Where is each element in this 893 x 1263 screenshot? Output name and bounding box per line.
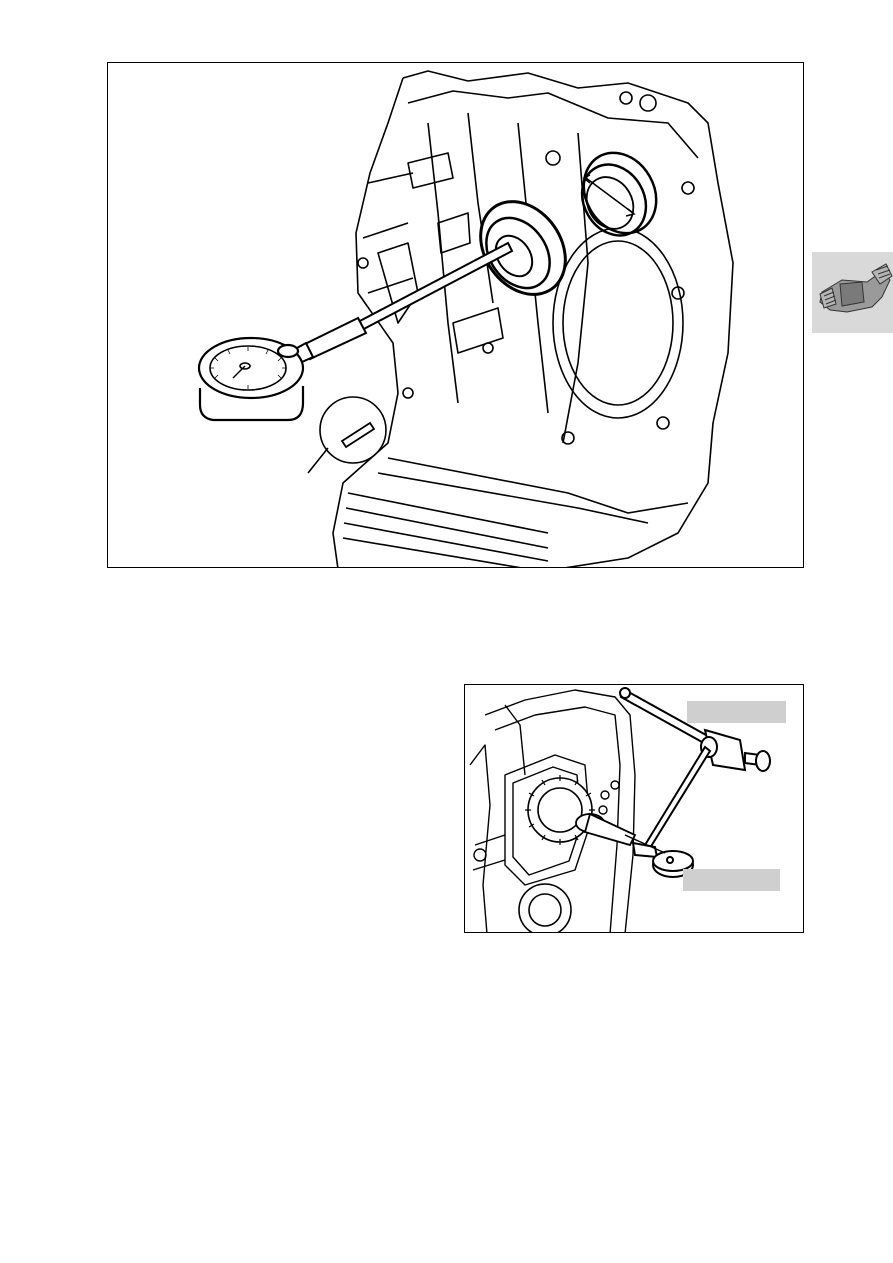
section-tab xyxy=(812,252,893,333)
engine-icon xyxy=(819,263,893,313)
dial-indicator-camshaft-figure xyxy=(464,684,804,933)
crankcase-drawing xyxy=(197,70,734,567)
crankcase-bore-gauge-figure xyxy=(107,62,804,568)
callout-label-top xyxy=(687,701,786,723)
callout-label-bottom xyxy=(683,869,780,891)
